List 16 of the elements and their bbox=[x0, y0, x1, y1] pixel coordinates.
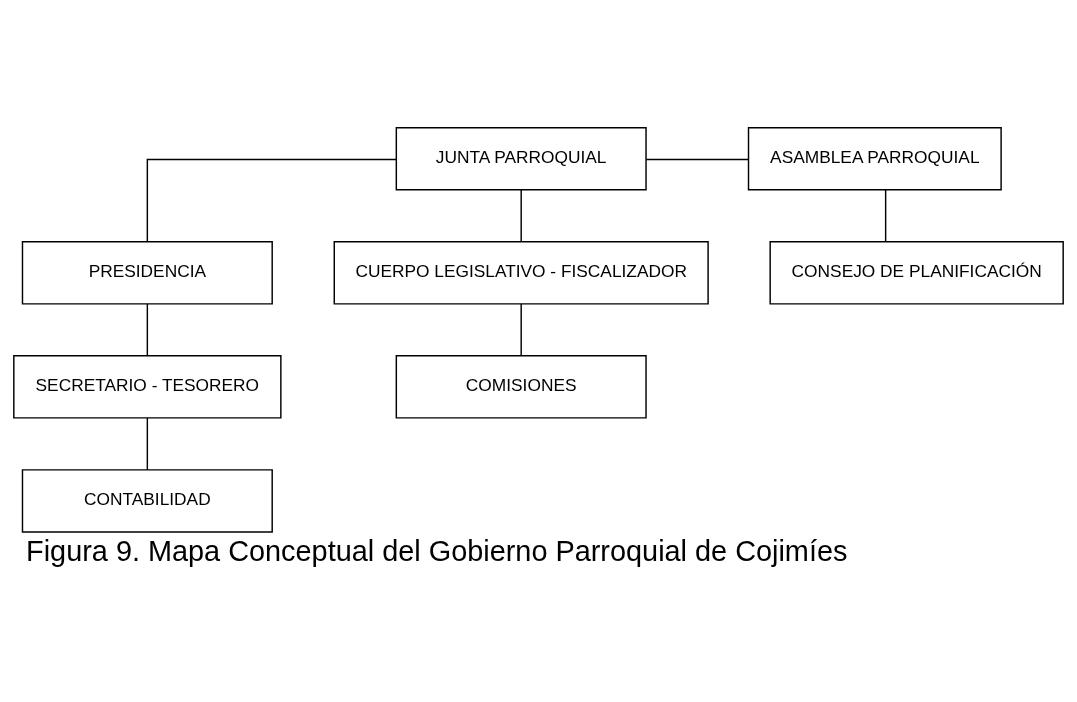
node-box: COMISIONES bbox=[395, 354, 647, 419]
node-box: PRESIDENCIA bbox=[21, 240, 273, 305]
connector bbox=[520, 188, 522, 242]
connector bbox=[146, 416, 149, 470]
connector bbox=[146, 302, 149, 356]
connector bbox=[884, 188, 887, 242]
connector bbox=[520, 302, 522, 356]
caption: Figura 9. Mapa Conceptual del Gobierno Parroquial de Cojimíes bbox=[26, 534, 848, 567]
node-box: ASAMBLEA PARROQUIAL bbox=[747, 126, 1002, 191]
node-box: CONTABILIDAD bbox=[21, 468, 273, 533]
connector bbox=[146, 158, 397, 242]
node-box: CONSEJO DE PLANIFICACIÓN bbox=[769, 240, 1064, 305]
node-box: SECRETARIO - TESORERO bbox=[13, 354, 282, 419]
connector bbox=[645, 158, 749, 160]
node-box: CUERPO LEGISLATIVO - FISCALIZADOR bbox=[333, 240, 709, 305]
node-box: JUNTA PARROQUIAL bbox=[395, 126, 647, 191]
